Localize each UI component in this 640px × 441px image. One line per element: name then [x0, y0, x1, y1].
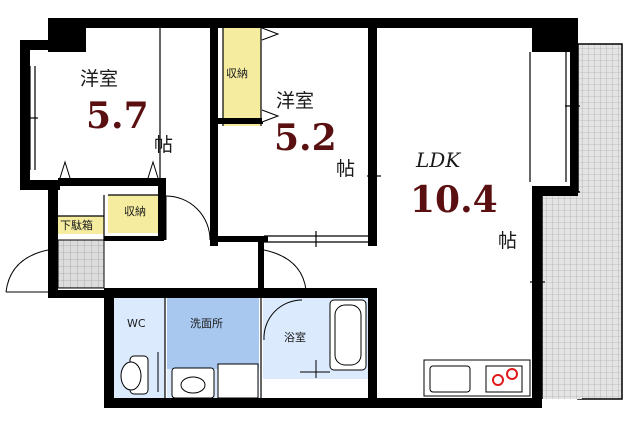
- washroom-floor: [167, 297, 259, 369]
- western2-unit: 帖: [336, 158, 356, 180]
- bathtub: [300, 299, 367, 378]
- storage1-fill: [223, 28, 261, 126]
- bathroom-label: 浴室: [284, 331, 306, 344]
- ldk-size: 10.4: [410, 179, 498, 221]
- closet-folds: [59, 27, 280, 179]
- thin-lines: [26, 28, 580, 398]
- ldk-unit: 帖: [498, 230, 518, 252]
- kitchen-counter: [423, 359, 531, 397]
- ldk-name: LDK: [416, 148, 461, 172]
- wc-label: WC: [127, 317, 146, 330]
- shoe-box-fill: [58, 216, 104, 234]
- toilet: [120, 352, 159, 395]
- western2-size: 5.2: [274, 117, 337, 159]
- washbasin: [171, 363, 259, 399]
- western2-name: 洋室: [276, 90, 315, 112]
- storage2-fill: [108, 195, 158, 233]
- storage2-label: 収納: [124, 205, 146, 218]
- western1-name: 洋室: [80, 68, 119, 90]
- balcony: [541, 43, 623, 400]
- storage1-label: 収納: [226, 67, 248, 80]
- washroom-label: 洗面所: [190, 317, 223, 330]
- western1-unit: 帖: [154, 134, 174, 156]
- western1-size: 5.7: [86, 95, 149, 137]
- entrance-tile: [57, 239, 105, 289]
- doors: [5, 195, 307, 341]
- shoe-box-label: 下駄箱: [60, 219, 93, 232]
